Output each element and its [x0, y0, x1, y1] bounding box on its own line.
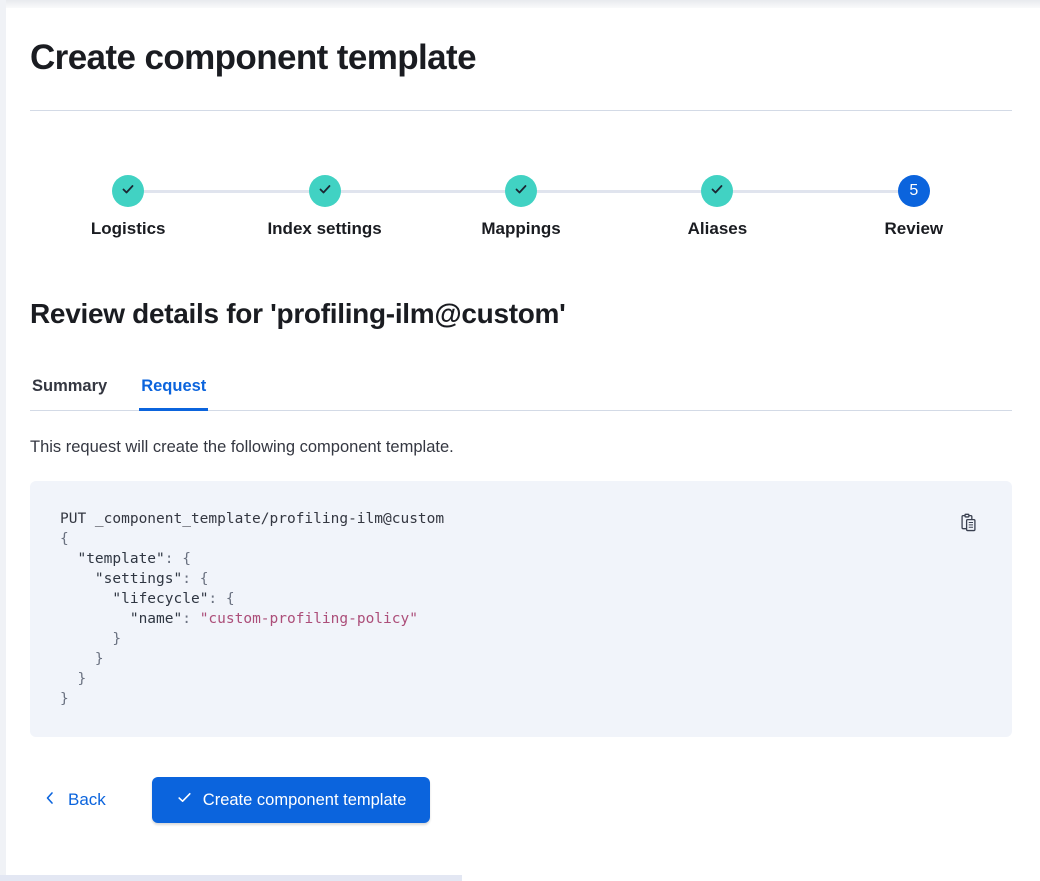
window-left-edge — [0, 0, 6, 881]
tab-request[interactable]: Request — [139, 377, 209, 411]
step-complete-badge — [701, 175, 734, 207]
chevron-left-icon — [42, 790, 58, 811]
step-label: Review — [884, 219, 944, 238]
step-label: Aliases — [687, 219, 748, 238]
step-logistics[interactable]: Logistics — [30, 175, 226, 239]
request-description: This request will create the following c… — [30, 438, 454, 456]
check-icon — [176, 789, 193, 811]
code-block-content: PUT _component_template/profiling-ilm@cu… — [60, 511, 445, 707]
step-complete-badge — [505, 175, 538, 207]
step-progress: Logistics Index settings Mappings — [30, 175, 1012, 239]
step-number-badge: 5 — [897, 175, 930, 207]
check-icon — [120, 181, 136, 202]
back-button[interactable]: Back — [42, 790, 106, 811]
window-bottom-edge — [0, 875, 462, 881]
copy-to-clipboard-button[interactable] — [959, 513, 978, 532]
back-button-label: Back — [68, 790, 106, 809]
create-component-template-page: Create component template Logistics Inde… — [30, 38, 1012, 823]
step-aliases[interactable]: Aliases — [619, 175, 815, 239]
step-label: Mappings — [481, 219, 561, 238]
create-button-label: Create component template — [202, 790, 407, 809]
tab-summary[interactable]: Summary — [32, 377, 108, 395]
request-code-block: PUT _component_template/profiling-ilm@cu… — [30, 481, 1012, 737]
step-review[interactable]: 5 Review — [816, 175, 1012, 239]
create-component-template-button[interactable]: Create component template — [151, 777, 431, 823]
check-icon — [709, 181, 725, 202]
step-complete-badge — [308, 175, 341, 207]
wizard-footer: Back Create component template — [30, 777, 1012, 823]
page-title: Create component template — [30, 38, 477, 77]
copy-clipboard-icon — [959, 513, 978, 535]
review-tabs: Summary Request — [30, 377, 1012, 411]
title-divider — [30, 110, 1012, 111]
check-icon — [513, 181, 529, 202]
review-details-heading: Review details for 'profiling-ilm@custom… — [30, 298, 566, 329]
step-label: Logistics — [90, 219, 166, 238]
step-complete-badge — [112, 175, 145, 207]
step-number: 5 — [909, 182, 919, 199]
step-mappings[interactable]: Mappings — [423, 175, 619, 239]
check-icon — [317, 181, 333, 202]
window-top-edge — [0, 0, 1040, 8]
step-label: Index settings — [267, 219, 382, 238]
step-index-settings[interactable]: Index settings — [226, 175, 422, 239]
